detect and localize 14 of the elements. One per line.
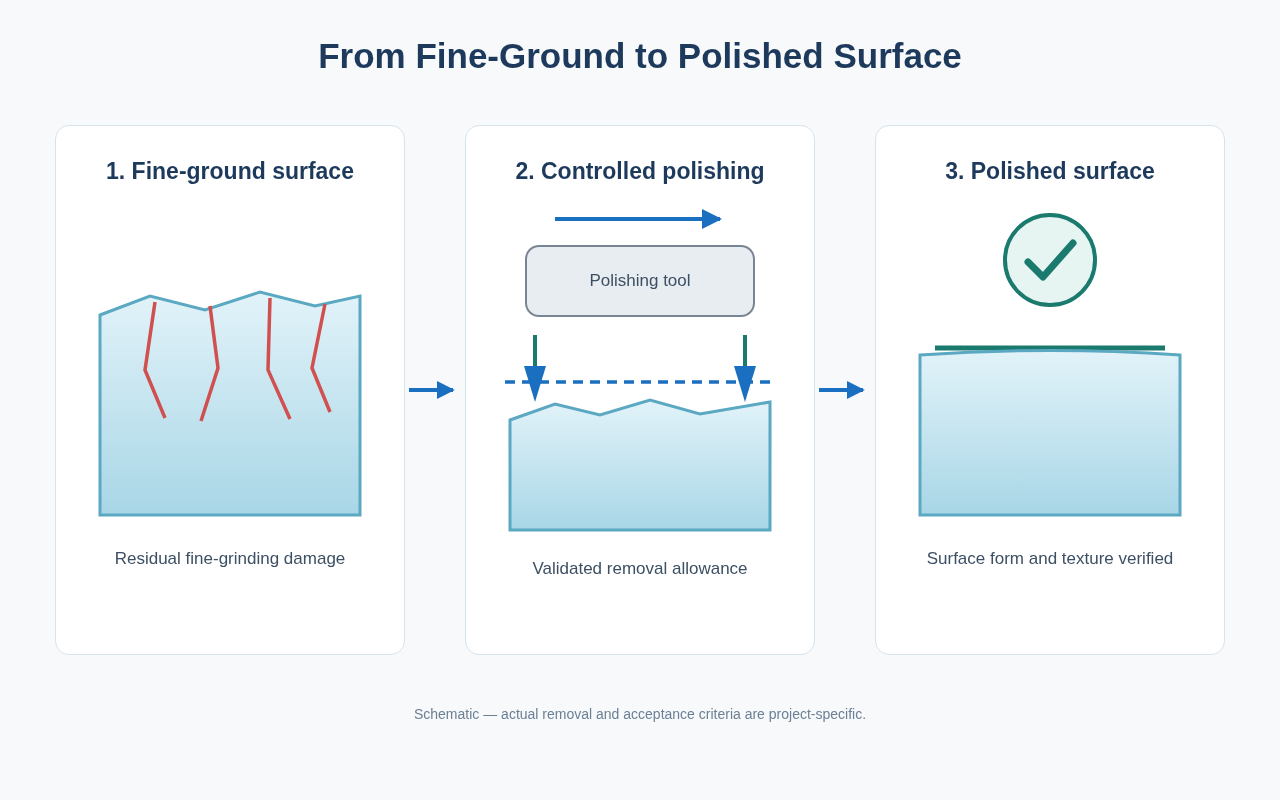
arrow (409, 381, 455, 399)
footnote-text: Schematic — actual removal and acceptance criteria are project-specific. (412, 706, 868, 722)
panel-caption: Validated removal allowance (531, 559, 749, 579)
panel-caption: Surface form and texture verified (925, 549, 1175, 569)
panel-title: 1. Fine-ground surface (105, 158, 355, 185)
panel-title: 3. Polished surface (944, 158, 1156, 185)
tool-box: Polishing tool (525, 245, 755, 317)
step-panel (875, 125, 1225, 655)
panel-caption: Residual fine-grinding damage (113, 549, 347, 569)
step-panel (55, 125, 405, 655)
step-panel (465, 125, 815, 655)
arrow (819, 381, 865, 399)
panel-title: 2. Controlled polishing (514, 158, 766, 185)
page-title: From Fine-Ground to Polished Surface (317, 36, 963, 76)
